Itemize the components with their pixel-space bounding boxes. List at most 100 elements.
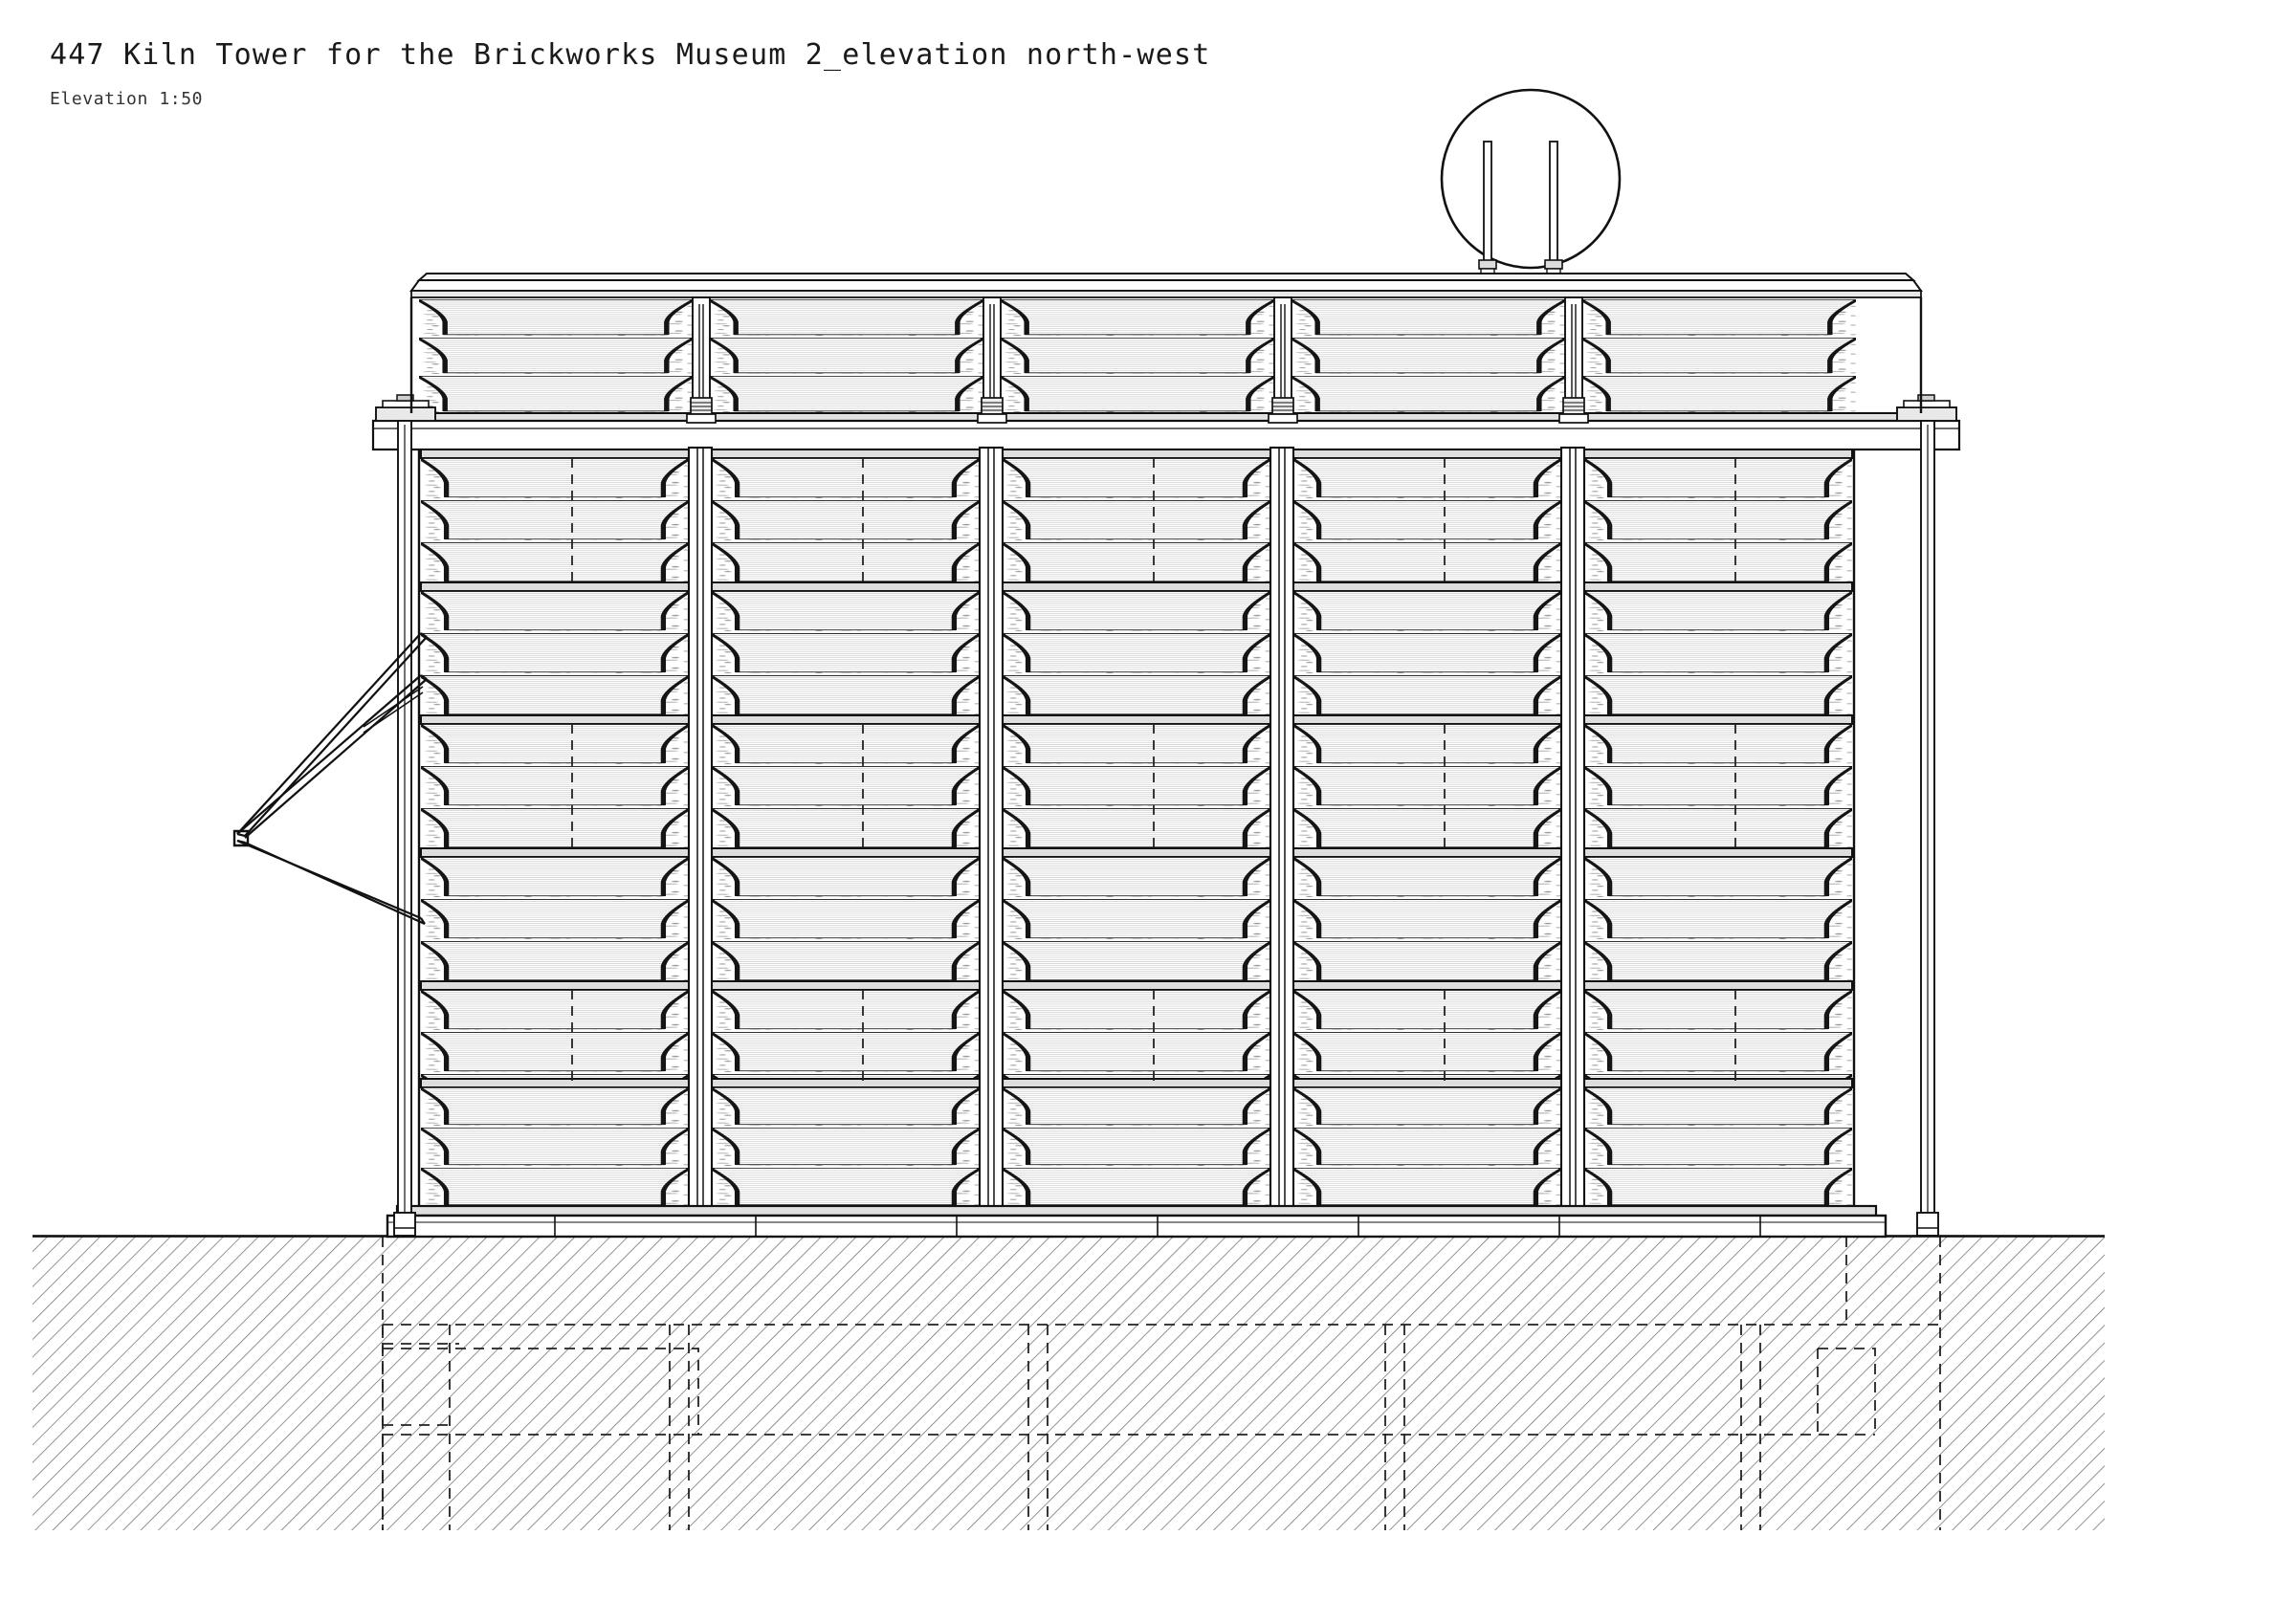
louvre-panel[interactable] [421, 857, 689, 897]
louvre-panel[interactable] [1003, 724, 1270, 764]
louvre-panel[interactable] [1584, 899, 1852, 939]
louvre-panel[interactable] [1003, 899, 1270, 939]
louvre-panel[interactable] [1584, 542, 1852, 582]
penthouse-panel[interactable] [419, 376, 693, 412]
louvre-panel[interactable] [421, 542, 689, 582]
penthouse-panel[interactable] [710, 299, 983, 336]
louvre-panel[interactable] [1003, 857, 1270, 897]
louvre-panel[interactable] [1003, 633, 1270, 673]
louvre-panel[interactable] [421, 899, 689, 939]
louvre-panel[interactable] [421, 941, 689, 981]
louvre-panel[interactable] [1293, 458, 1561, 498]
louvre-panel[interactable] [1293, 500, 1561, 540]
louvre-panel[interactable] [1584, 724, 1852, 764]
louvre-panel[interactable] [421, 766, 689, 806]
louvre-panel[interactable] [712, 542, 980, 582]
louvre-panel[interactable] [1584, 633, 1852, 673]
louvre-panel[interactable] [712, 724, 980, 764]
louvre-panel[interactable] [1293, 857, 1561, 897]
louvre-panel[interactable] [421, 1128, 689, 1166]
louvre-panel[interactable] [712, 675, 980, 715]
louvre-panel[interactable] [1003, 990, 1270, 1030]
penthouse-panel[interactable] [1292, 376, 1565, 412]
louvre-panel[interactable] [1003, 1168, 1270, 1206]
louvre-panel[interactable] [421, 591, 689, 631]
louvre-panel[interactable] [712, 857, 980, 897]
louvre-panel[interactable] [1584, 808, 1852, 848]
louvre-panel[interactable] [712, 941, 980, 981]
penthouse-panel[interactable] [1582, 338, 1856, 374]
louvre-panel[interactable] [1584, 1087, 1852, 1126]
penthouse-panel[interactable] [1292, 299, 1565, 336]
louvre-panel[interactable] [1003, 1032, 1270, 1072]
louvre-panel[interactable] [712, 1168, 980, 1206]
louvre-panel[interactable] [421, 1032, 689, 1072]
louvre-panel[interactable] [1293, 1032, 1561, 1072]
penthouse-panel[interactable] [1582, 376, 1856, 412]
louvre-panel[interactable] [1584, 1032, 1852, 1072]
louvre-panel[interactable] [1584, 857, 1852, 897]
louvre-panel[interactable] [1584, 500, 1852, 540]
louvre-panel[interactable] [712, 766, 980, 806]
louvre-panel[interactable] [1584, 1168, 1852, 1206]
louvre-panel[interactable] [712, 990, 980, 1030]
penthouse-panel[interactable] [1292, 338, 1565, 374]
louvre-panel[interactable] [1003, 1128, 1270, 1166]
louvre-panel[interactable] [421, 1087, 689, 1126]
louvre-panel[interactable] [1293, 633, 1561, 673]
louvre-panel[interactable] [421, 458, 689, 498]
penthouse-panel[interactable] [419, 299, 693, 336]
louvre-panel[interactable] [1584, 458, 1852, 498]
louvre-panel[interactable] [1003, 1087, 1270, 1126]
louvre-panel[interactable] [1293, 1087, 1561, 1126]
penthouse-panel[interactable] [1582, 299, 1856, 336]
louvre-panel[interactable] [1293, 675, 1561, 715]
louvre-panel[interactable] [1293, 591, 1561, 631]
louvre-panel[interactable] [421, 808, 689, 848]
roof-detail-callout-circle[interactable] [1440, 88, 1622, 275]
louvre-panel[interactable] [421, 500, 689, 540]
louvre-panel[interactable] [421, 724, 689, 764]
louvre-panel[interactable] [712, 808, 980, 848]
penthouse-panel[interactable] [1001, 376, 1274, 412]
louvre-panel[interactable] [1293, 766, 1561, 806]
louvre-panel[interactable] [712, 633, 980, 673]
louvre-panel[interactable] [421, 675, 689, 715]
louvre-panel[interactable] [712, 500, 980, 540]
louvre-panel[interactable] [712, 458, 980, 498]
louvre-panel[interactable] [1003, 941, 1270, 981]
louvre-panel[interactable] [421, 1168, 689, 1206]
louvre-panel[interactable] [712, 1128, 980, 1166]
louvre-panel[interactable] [1293, 1168, 1561, 1206]
penthouse-panel[interactable] [1001, 299, 1274, 336]
louvre-panel[interactable] [1003, 542, 1270, 582]
louvre-panel[interactable] [1003, 808, 1270, 848]
louvre-panel[interactable] [1584, 1128, 1852, 1166]
penthouse-panel[interactable] [710, 338, 983, 374]
louvre-panel[interactable] [712, 1087, 980, 1126]
louvre-panel[interactable] [1584, 766, 1852, 806]
louvre-panel[interactable] [1584, 675, 1852, 715]
louvre-panel[interactable] [1584, 990, 1852, 1030]
louvre-panel[interactable] [712, 591, 980, 631]
penthouse-panel[interactable] [419, 338, 693, 374]
louvre-panel[interactable] [1003, 766, 1270, 806]
louvre-panel[interactable] [1293, 1128, 1561, 1166]
louvre-panel[interactable] [1003, 675, 1270, 715]
louvre-panel[interactable] [1293, 542, 1561, 582]
louvre-panel[interactable] [1003, 591, 1270, 631]
louvre-panel[interactable] [1003, 500, 1270, 540]
louvre-panel[interactable] [712, 899, 980, 939]
louvre-panel[interactable] [712, 1032, 980, 1072]
louvre-panel[interactable] [421, 633, 689, 673]
penthouse-panel[interactable] [710, 376, 983, 412]
louvre-panel[interactable] [1293, 990, 1561, 1030]
louvre-panel[interactable] [1293, 724, 1561, 764]
louvre-panel[interactable] [1003, 458, 1270, 498]
louvre-panel[interactable] [1584, 941, 1852, 981]
louvre-panel[interactable] [1293, 808, 1561, 848]
louvre-panel[interactable] [1293, 899, 1561, 939]
louvre-panel[interactable] [1293, 941, 1561, 981]
louvre-panel[interactable] [1584, 591, 1852, 631]
louvre-panel[interactable] [421, 990, 689, 1030]
